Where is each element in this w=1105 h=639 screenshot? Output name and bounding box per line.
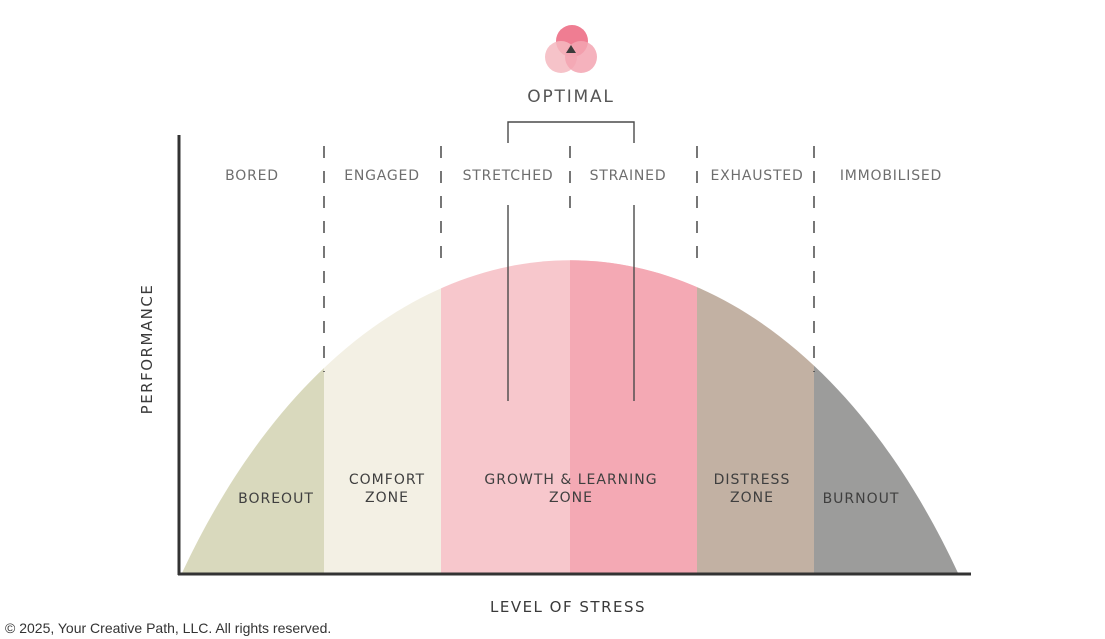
zone-label-distress-line2: ZONE (730, 490, 774, 506)
zone-label-growth-line1: GROWTH & LEARNING (484, 472, 657, 488)
optimal-bracket-top (507, 121, 635, 143)
zone-label-comfort-line1: COMFORT (349, 472, 425, 488)
zone-label-growth-line2: ZONE (549, 490, 593, 506)
zone-label-distress-line1: DISTRESS (714, 472, 791, 488)
curve-zones (182, 260, 958, 573)
logo-circle-right (565, 41, 597, 73)
zone-separators (323, 146, 815, 372)
stress-state-bored: BORED (225, 168, 279, 184)
zone-band-distress (697, 260, 814, 573)
stress-state-strained: STRAINED (590, 168, 667, 184)
copyright-notice: © 2025, Your Creative Path, LLC. All rig… (5, 620, 332, 636)
zone-band-boreout (182, 260, 324, 573)
optimal-logo (545, 25, 597, 73)
zone-label-boreout: BOREOUT (238, 491, 314, 507)
stress-state-immobilised: IMMOBILISED (840, 168, 942, 184)
logo-center-triangle-icon (566, 45, 576, 53)
zone-band-burnout (814, 260, 958, 573)
zone-label-burnout: BURNOUT (823, 491, 900, 507)
stress-state-exhausted: EXHAUSTED (710, 168, 803, 184)
optimal-bracket (507, 121, 635, 401)
stress-state-stretched: STRETCHED (463, 168, 554, 184)
zone-band-comfort (324, 260, 441, 573)
optimal-label: OPTIMAL (527, 87, 614, 107)
x-axis-label: LEVEL OF STRESS (490, 598, 646, 616)
zone-label-comfort-line2: ZONE (365, 490, 409, 506)
y-axis-label: PERFORMANCE (138, 284, 156, 415)
stress-state-engaged: ENGAGED (344, 168, 420, 184)
